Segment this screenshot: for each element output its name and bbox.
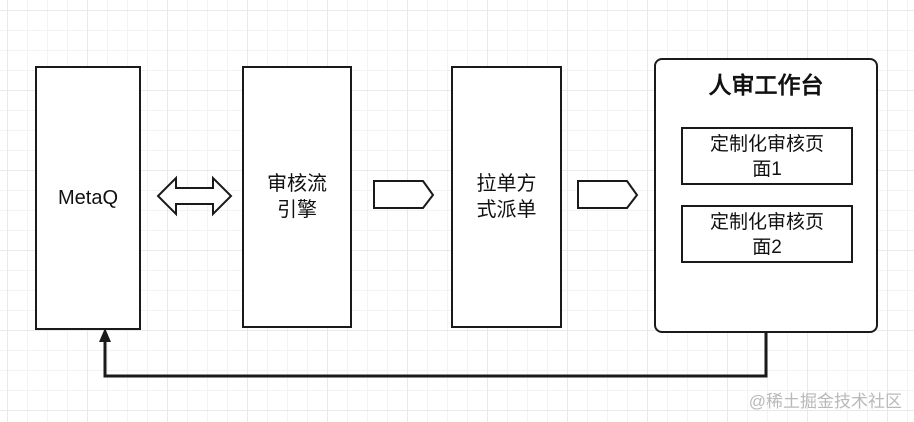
review-page-2: 定制化审核页 面2	[681, 205, 853, 263]
flow-arrow-engine-to-dispatch	[373, 180, 435, 209]
metaq-node: MetaQ	[35, 66, 141, 330]
review-page-1-line2: 面1	[752, 159, 782, 180]
review-engine-label-line2: 引擎	[277, 199, 317, 221]
metaq-label: MetaQ	[57, 187, 119, 209]
review-page-2-line1: 定制化审核页	[709, 212, 824, 233]
feedback-line	[103, 333, 768, 378]
workbench-title: 人审工作台	[708, 72, 824, 98]
flow-arrow-dispatch-to-workbench	[577, 180, 639, 209]
review-page-2-line2: 面2	[752, 237, 782, 258]
review-engine-label-line1: 审核流	[267, 173, 327, 195]
workbench-node: 人审工作台 定制化审核页 面1 定制化审核页 面2	[654, 58, 878, 333]
review-page-1-line1: 定制化审核页	[709, 134, 824, 155]
watermark: @稀土掘金技术社区	[748, 392, 902, 411]
review-page-1: 定制化审核页 面1	[681, 127, 853, 185]
bidirectional-arrow	[156, 175, 233, 217]
feedback-arrowhead	[99, 328, 111, 342]
dispatch-node: 拉单方 式派单	[451, 66, 562, 328]
review-engine-node: 审核流 引擎	[242, 66, 352, 328]
dispatch-label-line1: 拉单方	[476, 173, 537, 195]
dispatch-label-line2: 式派单	[476, 199, 537, 221]
